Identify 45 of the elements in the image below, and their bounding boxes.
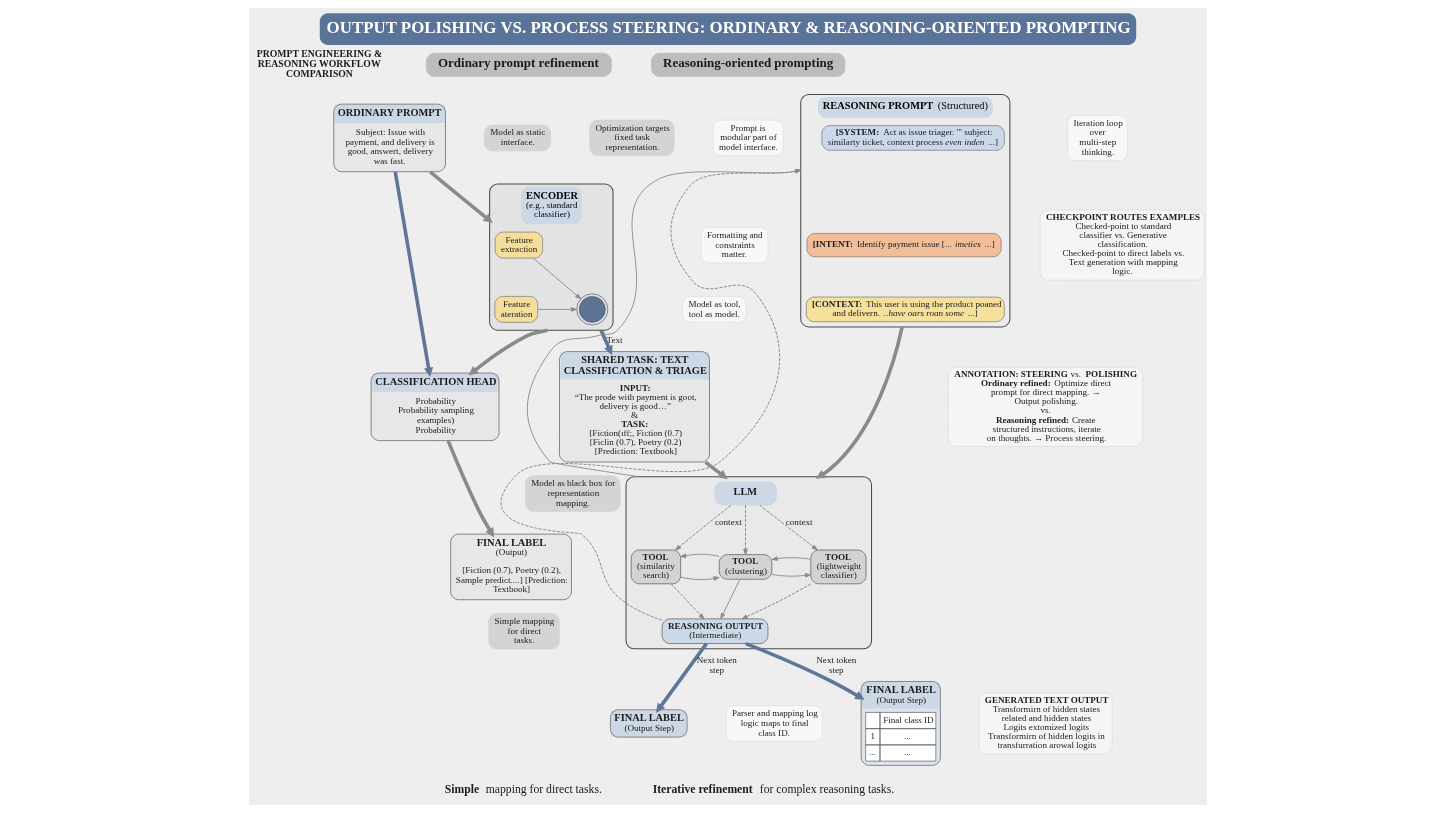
node-box: [INTENT: Identify payment issue [... imeties ...]	[806, 233, 1002, 258]
arrow	[680, 576, 720, 581]
arrow	[815, 326, 904, 479]
edge-label: Next token step	[696, 654, 737, 675]
edge-label: Text	[606, 334, 623, 345]
arrow	[680, 553, 720, 558]
node-box: Feature extraction	[494, 231, 543, 259]
arrow	[655, 642, 708, 713]
arrow	[393, 171, 434, 378]
node-box: REASONING OUTPUT (Intermediate)	[661, 618, 769, 644]
node-box: Model as static interface.	[484, 124, 551, 152]
arrow	[468, 328, 548, 376]
node-box: Ordinary prompt refinement	[426, 52, 612, 77]
edge-label: Next token step	[816, 654, 857, 675]
node-box: TOOL (clustering)	[718, 554, 773, 580]
label: Simple mapping for direct tasks.	[444, 782, 602, 796]
edge-label: context	[785, 517, 813, 528]
arrow	[670, 583, 705, 620]
arrow	[759, 504, 818, 551]
node-box: Feature ateration	[494, 296, 539, 323]
label: Iterative refinement for complex reasoning tasks.	[652, 782, 895, 796]
arrow	[599, 329, 613, 356]
arrow	[537, 307, 577, 312]
node-box: Simple mapping for direct tasks.	[488, 613, 560, 650]
node-box: Reasoning-oriented prompting	[651, 52, 846, 77]
arrow	[771, 556, 812, 561]
arrow	[675, 504, 732, 551]
node-box: Optimization targets fixed task representation.	[589, 119, 675, 157]
label: PROMPT ENGINEERING & REASONING WORKFLOW COMPARISON	[256, 48, 383, 79]
arrow	[743, 504, 748, 555]
arrow	[704, 460, 728, 480]
node-box: [CONTEXT: This user is using the product poaned and delivern. ..have oars roan some ...]	[805, 296, 1005, 323]
diagram-title: OUTPUT POLISHING VS. PROCESS STEERING: ORDINARY & REASONING-ORIENTED PROMPTING	[326, 17, 1131, 37]
node-box: TOOL (similarity search)	[630, 549, 681, 585]
arrow	[741, 583, 812, 620]
node-box: TOOL (lightweight classifier)	[810, 549, 867, 585]
arrow	[720, 578, 741, 620]
node-box: Model as black box for representation mapping.	[525, 475, 621, 512]
node-box: [SYSTEM: Act as issue triager. '" subject: similarty ticket, context process even inden ...]	[821, 125, 1005, 151]
arrow	[429, 170, 493, 224]
edge-label: context	[715, 517, 742, 528]
arrow	[745, 641, 865, 700]
arrow	[532, 257, 582, 300]
arrow	[446, 439, 495, 538]
arrow	[771, 573, 812, 578]
